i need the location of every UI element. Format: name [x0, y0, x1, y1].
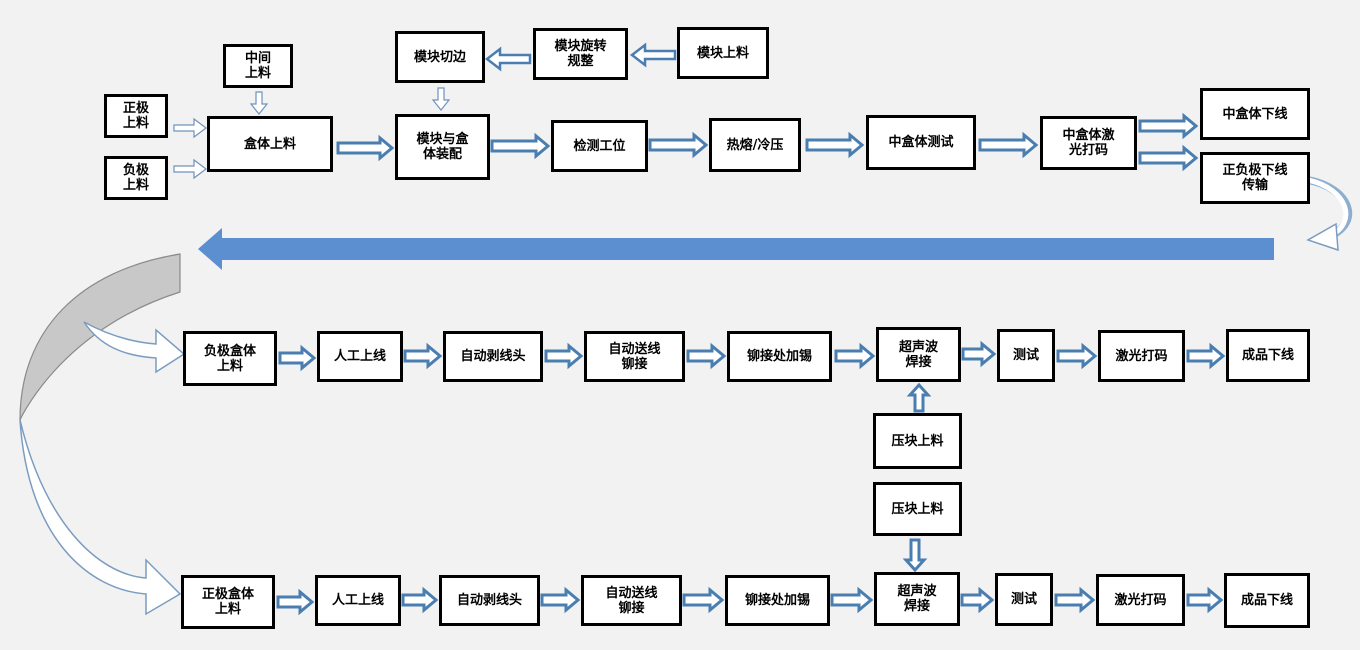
curved-arrow-right	[1306, 176, 1353, 252]
pos-ultrasonic-weld-box: 超声波 焊接	[874, 572, 960, 626]
arrow-assembly-to-inspection	[490, 132, 551, 160]
neg-arrow-5	[834, 342, 876, 370]
pos-arrow-2	[401, 586, 439, 614]
arrow-hotmelt-to-test	[805, 131, 865, 159]
neg-rivet-tin-box: 铆接处加锡	[727, 331, 832, 382]
pos-arrow-4	[682, 586, 725, 614]
hot-melt-box: 热熔/冷压	[709, 118, 801, 172]
pos-rivet-tin-box: 铆接处加锡	[725, 575, 830, 626]
return-transfer-arrow	[198, 228, 1274, 270]
pos-arrow-8	[1186, 586, 1224, 614]
pos-arrow-3	[540, 586, 581, 614]
arrow-laser-to-transfer	[1138, 144, 1199, 172]
pos-press-block-feed-box: 压块上料	[873, 482, 962, 536]
module-assembly-box: 模块与盒 体装配	[395, 114, 490, 180]
neg-arrow-8	[1186, 342, 1226, 370]
arrow-inspection-to-hotmelt	[648, 131, 709, 159]
pos-product-offline-box: 成品下线	[1224, 573, 1310, 628]
neg-press-block-feed-box: 压块上料	[873, 413, 962, 469]
pos-arrow-5	[830, 586, 874, 614]
arrow-test-to-laser	[978, 131, 1039, 159]
neg-arrow-1	[278, 344, 317, 372]
neg-feed-box: 负极 上料	[104, 156, 168, 200]
module-rotate-box: 模块旋转 规整	[533, 28, 628, 80]
pos-arrow-7	[1054, 586, 1096, 614]
neg-ultrasonic-weld-box: 超声波 焊接	[876, 327, 961, 382]
pos-feed-box: 正极 上料	[104, 94, 168, 138]
flow-arrows	[276, 112, 1226, 616]
pos-auto-feed-rivet-box: 自动送线 铆接	[581, 575, 682, 626]
pos-laser-mark-box: 激光打码	[1096, 574, 1185, 626]
mid-case-laser-box: 中盒体激 光打码	[1040, 116, 1137, 170]
pos-arrow-press-down	[902, 538, 928, 573]
pos-arrow-6	[960, 586, 995, 614]
neg-test-box: 测试	[997, 329, 1055, 382]
pn-offline-transfer-box: 正负极下线 传输	[1200, 152, 1310, 204]
neg-auto-feed-rivet-box: 自动送线 铆接	[584, 331, 685, 382]
neg-product-offline-box: 成品下线	[1226, 329, 1310, 382]
pos-arrow-1	[276, 588, 315, 616]
neg-laser-mark-box: 激光打码	[1098, 330, 1185, 382]
arrow-case-to-assembly	[336, 134, 395, 162]
neg-arrow-4	[686, 342, 727, 370]
pos-case-feed-box: 正极盒体 上料	[181, 575, 275, 629]
neg-auto-strip-box: 自动剥线头	[443, 331, 543, 382]
neg-arrow-press-up	[906, 382, 932, 413]
mid-case-test-box: 中盒体测试	[866, 115, 976, 170]
case-feed-box: 盒体上料	[207, 116, 333, 172]
pos-test-box: 测试	[995, 573, 1053, 626]
inspection-box: 检测工位	[551, 120, 648, 172]
module-feed-box: 模块上料	[677, 27, 769, 79]
arrow-laser-to-offline	[1138, 112, 1199, 140]
pos-manual-online-box: 人工上线	[315, 575, 401, 626]
neg-manual-online-box: 人工上线	[317, 331, 403, 382]
pos-auto-strip-box: 自动剥线头	[439, 575, 540, 626]
neg-arrow-2	[403, 342, 443, 370]
neg-arrow-7	[1056, 342, 1098, 370]
middle-feed-box: 中间 上料	[223, 44, 293, 88]
neg-case-feed-box: 负极盒体 上料	[183, 331, 277, 386]
mid-case-offline-box: 中盒体下线	[1200, 88, 1310, 140]
curved-split-arrows	[19, 253, 186, 616]
neg-arrow-3	[544, 342, 584, 370]
neg-arrow-6	[961, 340, 997, 368]
top-row-arrows	[173, 42, 677, 180]
module-cut-box: 模块切边	[395, 31, 485, 83]
